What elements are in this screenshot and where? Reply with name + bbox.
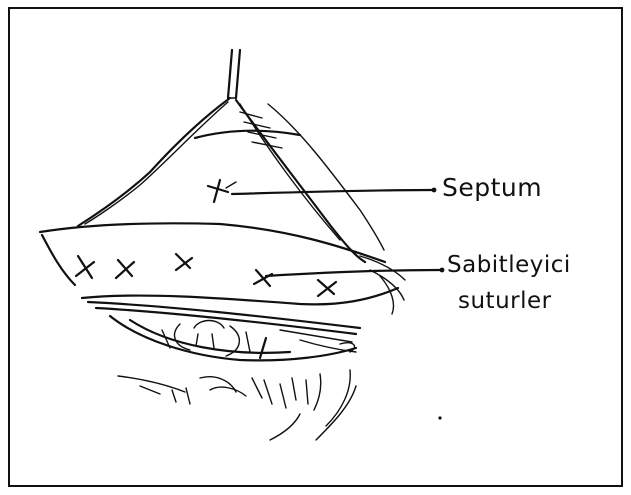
septum-leader-dot bbox=[432, 188, 437, 193]
eyelid-band bbox=[40, 223, 405, 314]
stray-dot bbox=[438, 416, 441, 419]
septum-suture-mark bbox=[208, 180, 236, 202]
label-fixing-sutures-line1: Sabitleyici bbox=[447, 254, 571, 277]
frame-border bbox=[9, 8, 622, 486]
sutures-leader-dot bbox=[440, 268, 445, 273]
septum-leader-line bbox=[232, 190, 432, 194]
eye-region bbox=[88, 302, 360, 360]
lower-lid-lines bbox=[118, 370, 356, 440]
label-septum: Septum bbox=[442, 175, 542, 200]
label-fixing-sutures-line2: suturler bbox=[458, 290, 552, 313]
septum-flap bbox=[78, 98, 384, 262]
sutures-leader-line bbox=[266, 270, 440, 276]
retractor-instrument bbox=[228, 50, 240, 98]
